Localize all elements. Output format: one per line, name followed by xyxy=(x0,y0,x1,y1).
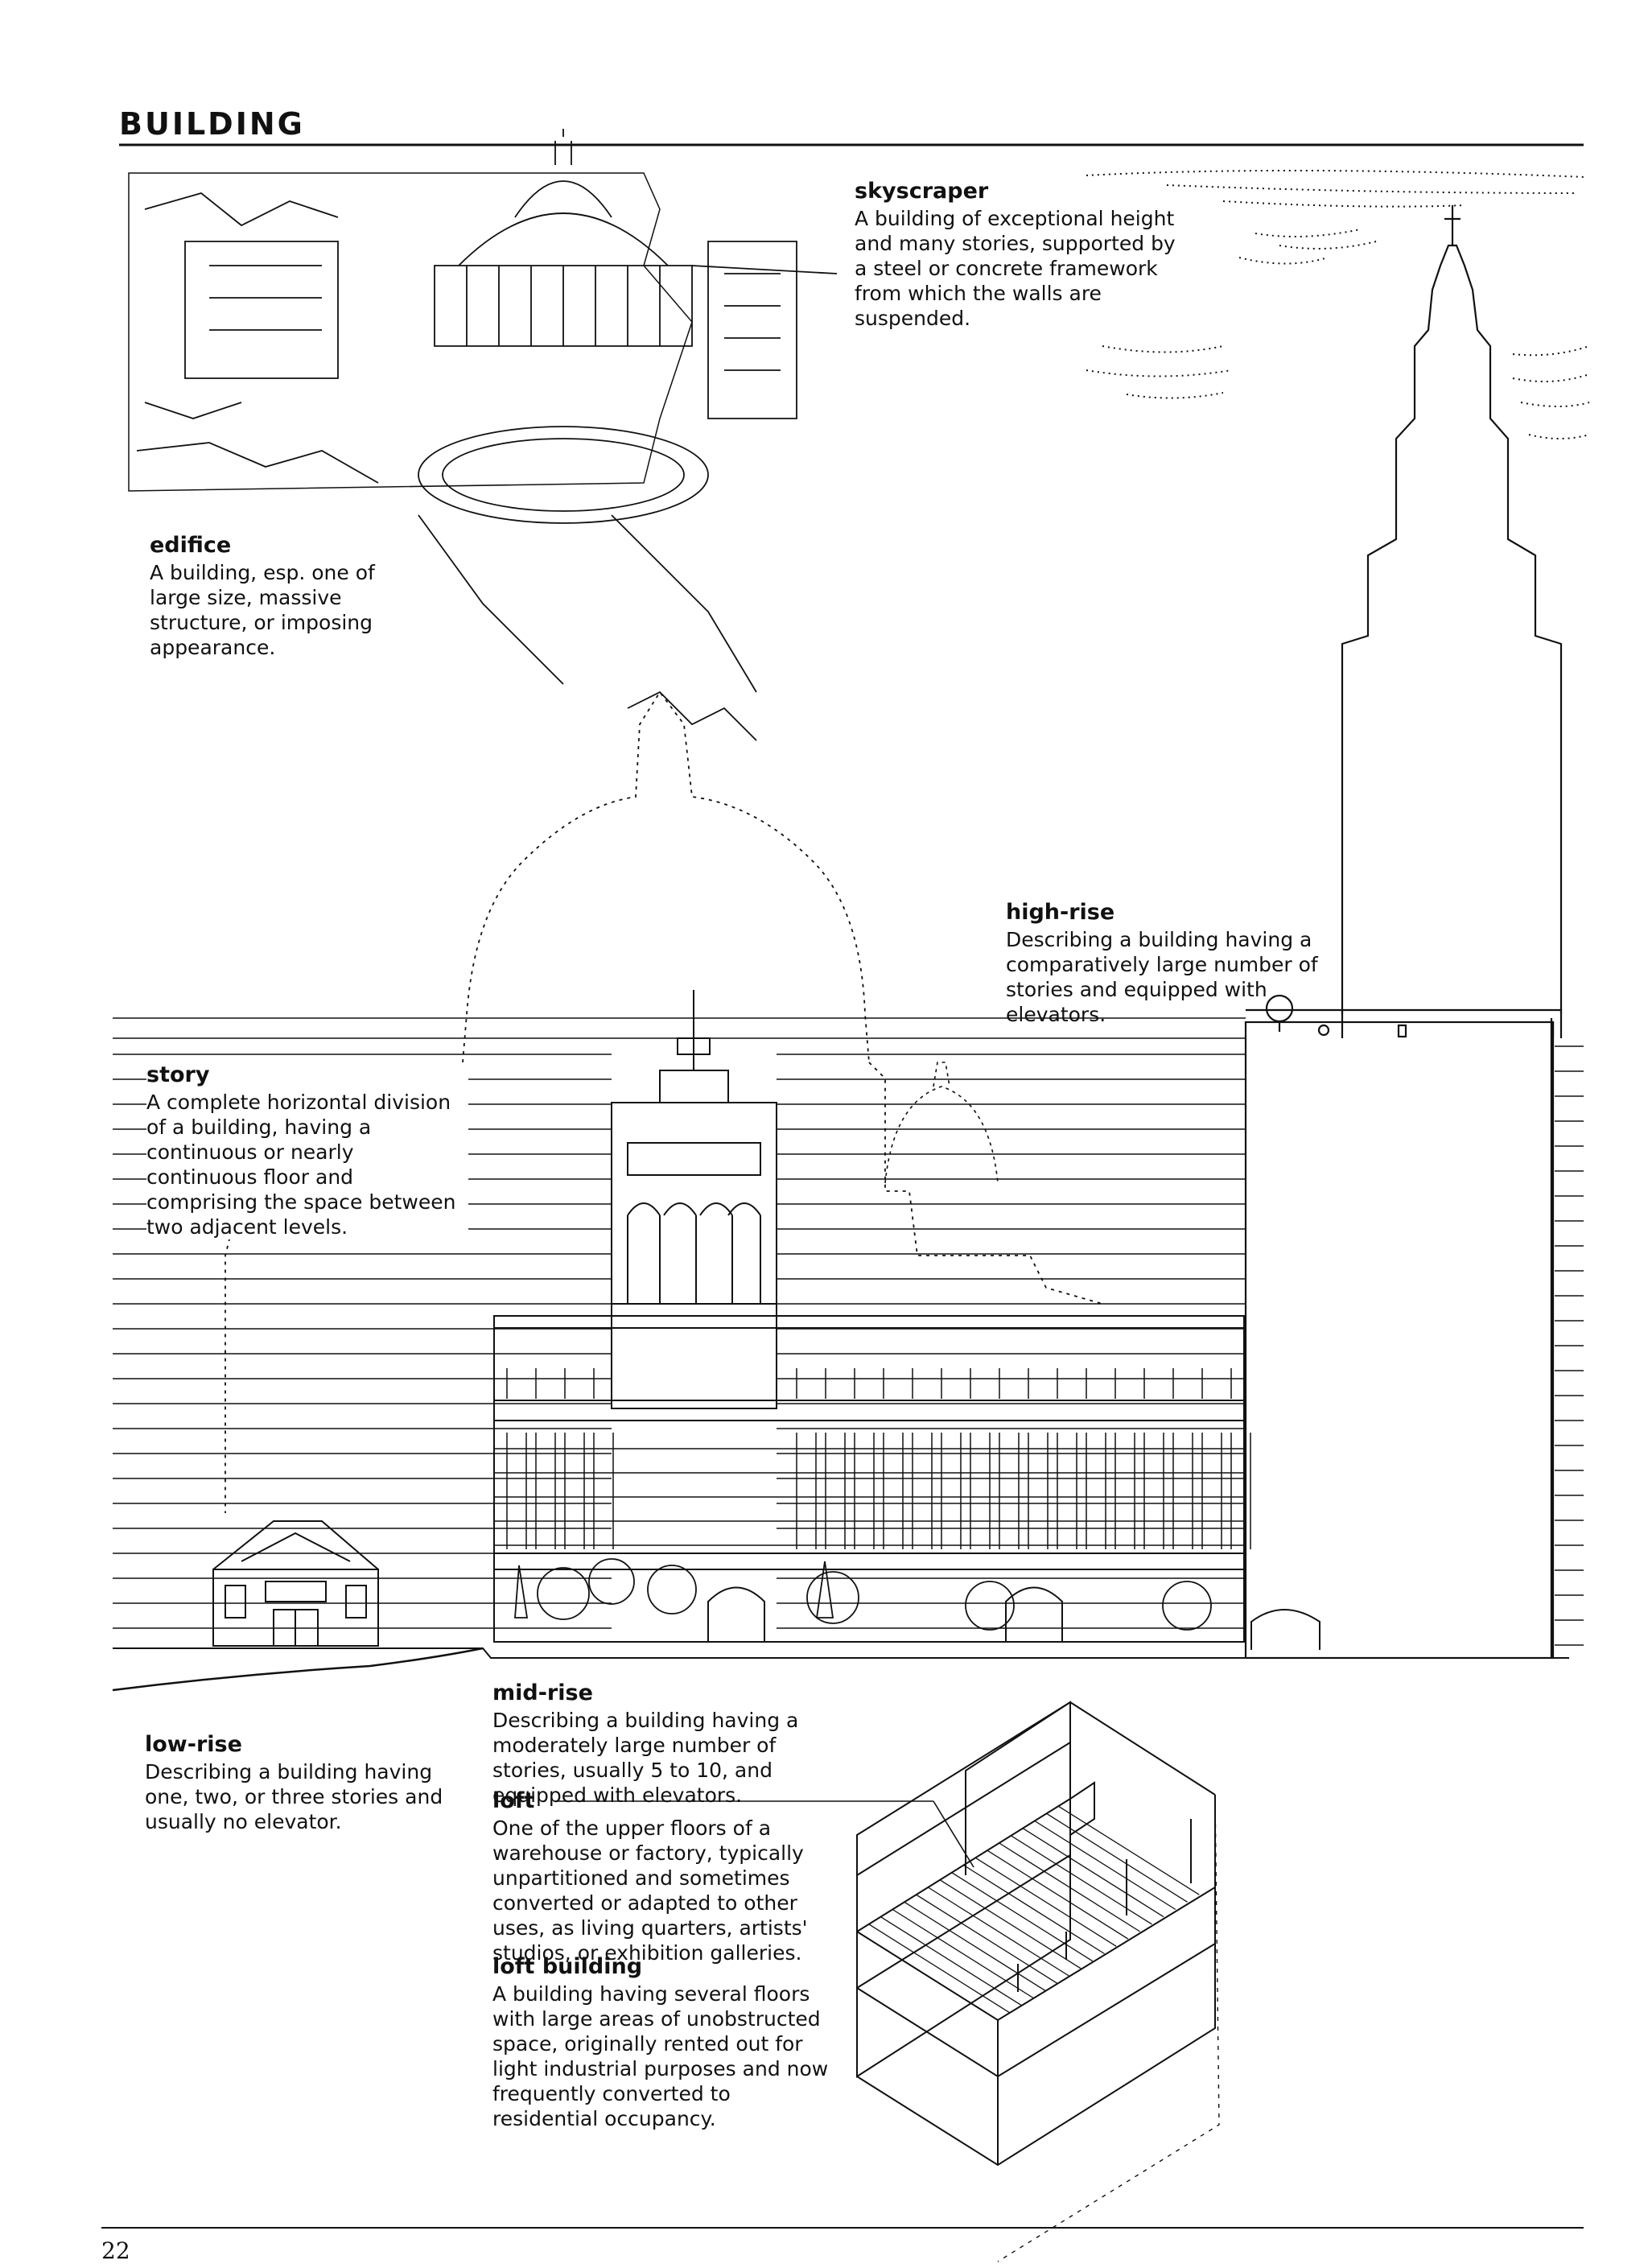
page-number: 22 xyxy=(101,2237,130,2264)
floor-board xyxy=(1034,1820,1176,1911)
clouds xyxy=(1086,169,1590,439)
floor-board xyxy=(868,1924,1011,2014)
page-title: BUILDING xyxy=(119,106,305,142)
loft-isometric xyxy=(555,1701,1220,2262)
term-high-rise: high-rise Describing a building having a… xyxy=(1006,900,1360,1027)
floor-board xyxy=(1011,1835,1152,1925)
term-name: skyscraper xyxy=(855,179,989,204)
term-story: story A complete horizontal division of … xyxy=(146,1062,468,1239)
floor-board xyxy=(999,1842,1141,1932)
floor-board xyxy=(1046,1812,1188,1903)
midrise-windows xyxy=(494,1368,1251,1549)
edifice-sketch xyxy=(128,129,838,741)
high-rise xyxy=(1244,994,1563,1660)
floor-board xyxy=(939,1879,1082,1969)
term-name: high-rise xyxy=(1006,900,1115,925)
small-dome xyxy=(884,1062,999,1184)
loft-floor-hatch xyxy=(856,1805,1200,2021)
term-definition: Describing a building having one, two, o… xyxy=(145,1760,443,1833)
term-loft-building: loft building A building having several … xyxy=(492,1954,830,2131)
floor-board xyxy=(904,1901,1046,1991)
kiosk xyxy=(1250,1609,1320,1650)
term-name: loft xyxy=(492,1788,535,1813)
term-name: mid-rise xyxy=(492,1680,593,1705)
floor-board xyxy=(951,1872,1094,1962)
term-definition: A complete horizontal division of a buil… xyxy=(146,1091,456,1239)
term-definition: A building, esp. one of large size, mass… xyxy=(150,561,375,659)
skyscraper xyxy=(1341,205,1563,1014)
floor-board xyxy=(927,1887,1069,1977)
mid-rise xyxy=(493,990,1251,1643)
term-definition: One of the upper floors of a warehouse o… xyxy=(492,1816,808,1965)
floor-board xyxy=(916,1894,1057,1984)
floor-board xyxy=(1022,1828,1164,1918)
floor-board xyxy=(880,1916,1022,2006)
floor-board xyxy=(963,1864,1105,1955)
ground-line xyxy=(113,1647,1569,1659)
floor-board xyxy=(987,1849,1129,1940)
floor-board xyxy=(1057,1805,1200,1895)
street-trees xyxy=(514,1558,1212,1631)
term-mid-rise: mid-rise Describing a building having a … xyxy=(492,1680,830,1808)
term-definition: Describing a building having a moderatel… xyxy=(492,1709,799,1807)
term-definition: Describing a building having a comparati… xyxy=(1006,928,1318,1026)
low-rise xyxy=(212,1520,379,1647)
floor-board xyxy=(974,1857,1117,1947)
term-edifice: edifice A building, esp. one of large si… xyxy=(150,533,407,660)
floor-board xyxy=(856,1931,999,2021)
term-name: story xyxy=(146,1062,210,1087)
term-loft: loft One of the upper floors of a wareho… xyxy=(492,1788,830,1965)
term-skyscraper: skyscraper A building of exceptional hei… xyxy=(855,179,1193,331)
term-definition: A building having several floors with la… xyxy=(492,1982,829,2130)
term-low-rise: low-rise Describing a building having on… xyxy=(145,1732,467,1834)
term-name: loft building xyxy=(492,1954,643,1979)
term-definition: A building of exceptional height and man… xyxy=(855,207,1176,330)
term-name: edifice xyxy=(150,533,232,558)
terrain xyxy=(112,1647,484,1692)
term-name: low-rise xyxy=(145,1732,242,1757)
floor-board xyxy=(892,1908,1034,1999)
right-story-ticks xyxy=(1555,1045,1584,1646)
